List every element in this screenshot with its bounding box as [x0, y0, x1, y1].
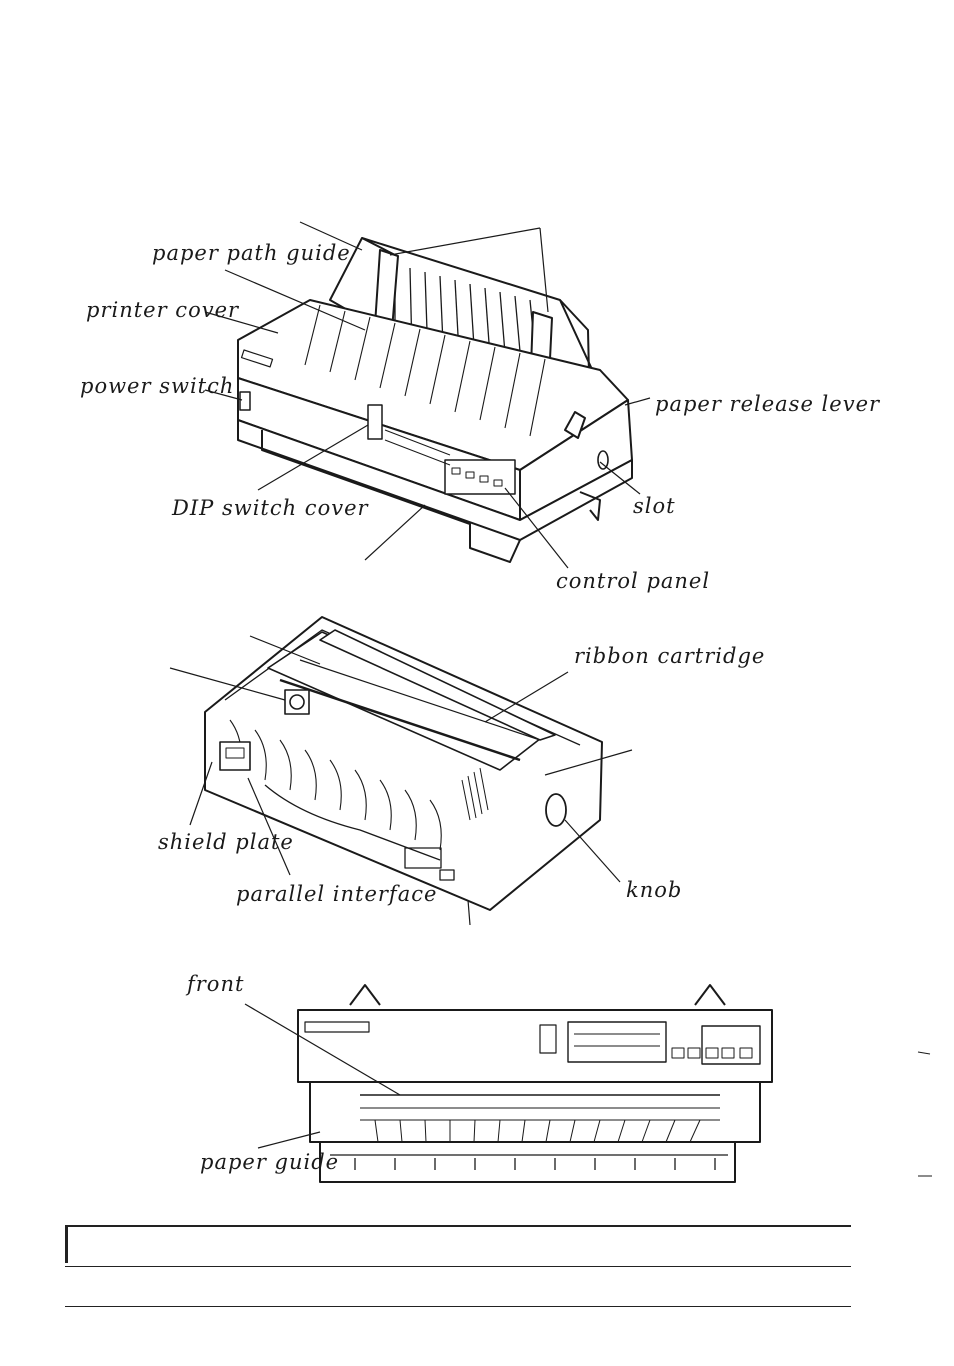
label-paper-release-lever: paper release lever	[655, 392, 881, 416]
figure1-leaders	[204, 221, 651, 569]
footer-side-bar	[65, 1227, 68, 1263]
label-paper-path-guide: paper path guide	[152, 241, 351, 265]
label-paper-guide: paper guide	[200, 1150, 340, 1174]
label-knob: knob	[626, 878, 683, 902]
footer-bottom-rule	[65, 1306, 851, 1307]
footer-top-rule	[65, 1225, 851, 1227]
label-shield-plate: shield plate	[158, 830, 294, 854]
figure3-leaders	[244, 1003, 401, 1149]
printer-open-drawing	[204, 616, 603, 911]
label-power-switch: power switch	[80, 374, 235, 398]
figure2-leaders	[169, 635, 633, 926]
printer-front-drawing	[297, 984, 932, 1183]
label-parallel-interface: parallel interface	[236, 882, 438, 906]
footer-middle-rule	[65, 1266, 851, 1267]
label-dip-switch-cover: DIP switch cover	[172, 496, 369, 520]
label-ribbon-cartridge: ribbon cartridge	[574, 644, 766, 668]
label-control-panel: control panel	[556, 569, 711, 593]
label-front: front	[187, 972, 245, 996]
label-slot: slot	[633, 494, 676, 518]
printer-overview-drawing	[237, 237, 633, 563]
label-printer-cover: printer cover	[86, 298, 240, 322]
